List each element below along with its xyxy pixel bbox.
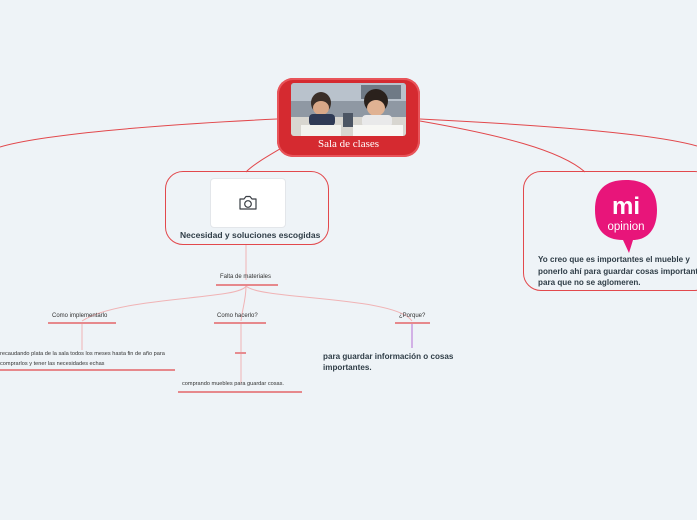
leaf-recaudando[interactable]: recaudando plata de la sala todos los me… xyxy=(0,351,165,367)
opinion-text: Yo creo que es importantes el mueble y p… xyxy=(538,255,697,287)
subtopic-falta-de-materiales[interactable]: Falta de materiales xyxy=(220,274,272,280)
badge-word-opinion: opinion xyxy=(607,221,644,233)
link-hacerlo xyxy=(240,285,247,322)
subtopic-como-hacerlo[interactable]: Como hacerlo? xyxy=(217,313,258,319)
image-placeholder-card[interactable] xyxy=(210,178,286,228)
branch-right-offscreen xyxy=(419,118,697,147)
subtopic-porque[interactable]: ¿Porque? xyxy=(399,313,426,319)
link-implementarlo xyxy=(81,285,247,322)
camera-icon xyxy=(239,195,257,210)
leaf-comprando[interactable]: comprando muebles para guardar cosas. xyxy=(182,381,284,387)
badge-word-mi: mi xyxy=(612,193,640,220)
topic-title: Necesidad y soluciones escogidas xyxy=(180,230,321,240)
mi-opinion-badge: mi opinion xyxy=(593,178,659,255)
students-writing-photo xyxy=(291,83,406,136)
subtopic-como-implementarlo[interactable]: Como implementarlo xyxy=(52,313,108,319)
branch-to-right-topic xyxy=(419,120,586,173)
link-porque xyxy=(245,285,413,322)
central-topic[interactable]: Sala de clases xyxy=(277,78,420,157)
central-topic-label: Sala de clases xyxy=(317,138,380,150)
topic-necesidad[interactable]: Necesidad y soluciones escogidas xyxy=(165,171,329,245)
branch-left-offscreen xyxy=(0,118,278,148)
topic-opinion[interactable]: mi opinion Yo creo que es importantes el… xyxy=(523,171,697,291)
leaf-guardar-informacion[interactable]: para guardar información o cosas importa… xyxy=(323,352,454,372)
